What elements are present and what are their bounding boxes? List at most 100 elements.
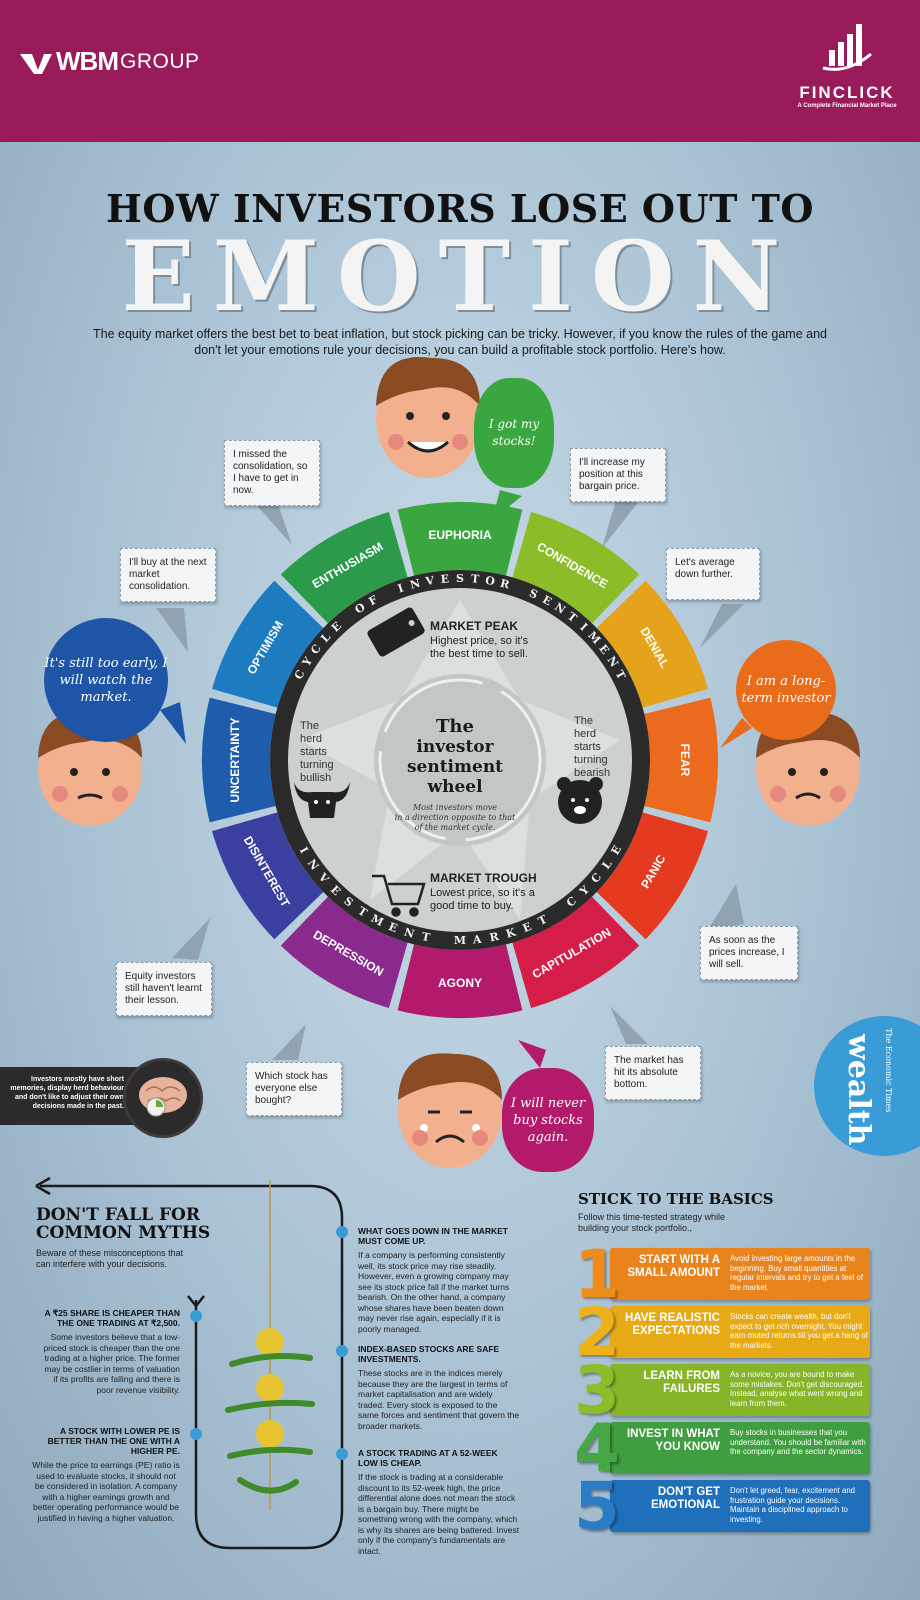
brain-icon (123, 1058, 203, 1138)
speech-tail-never (518, 1040, 546, 1068)
bubble-not-learnt: Equity investors still haven't learnt th… (116, 962, 212, 1016)
myth-1-heading: A ₹25 SHARE IS CHEAPER THAN THE ONE TRAD… (44, 1308, 180, 1328)
myths-title-line1: DON'T FALL FOR (36, 1205, 200, 1225)
myth-5-heading: A STOCK TRADING AT A 52-WEEK LOW IS CHEA… (358, 1448, 498, 1468)
bull-text-4: turning (300, 759, 334, 771)
basic-step-title: HAVE REALISTIC EXPECTATIONS (625, 1312, 720, 1337)
myth-dot-2 (190, 1428, 202, 1440)
basic-step-text: Avoid investing large amounts in the beg… (730, 1254, 864, 1292)
wealth-badge[interactable]: wealth The Economic Times (814, 1016, 920, 1156)
basic-step-number: 5 (574, 1468, 620, 1545)
bubble-absolute-bottom: The market has hit its absolute bottom. (605, 1046, 701, 1100)
center-sub-3: of the market cycle. (415, 823, 496, 832)
myth-4-text: These stocks are in the indices merely b… (358, 1368, 520, 1431)
bubble-which-stock: Which stock has everyone else bought? (246, 1062, 342, 1116)
bubble-buy-next: I'll buy at the next market consolidatio… (120, 548, 216, 602)
ring-title-char: E (440, 572, 449, 586)
myths-title: DON'T FALL FOR COMMON MYTHS (36, 1206, 210, 1242)
speech-tail-early (160, 702, 186, 744)
bubble-missed-consolidation: I missed the consolidation, so I have to… (224, 440, 320, 506)
finclick-brand: FINCLICK (799, 83, 895, 102)
wheel-label-euphoria: EUPHORIA (428, 528, 492, 542)
basic-step-bar (610, 1422, 870, 1474)
face-happy (376, 357, 480, 478)
myths-title-line2: COMMON MYTHS (36, 1223, 211, 1243)
center-sub-1: Most investors move (412, 803, 497, 812)
center-arrows (378, 678, 542, 842)
myth-dot-1 (190, 1310, 202, 1322)
page-title-emotion: EMOTION (121, 220, 799, 333)
ring-title-char: O (484, 574, 496, 588)
myths-timeline (35, 1176, 344, 1550)
wheel-segment-euphoria (397, 502, 523, 576)
basic-step-bar (610, 1306, 870, 1358)
ring-title-char: I (396, 581, 405, 595)
wheel-segment-agony (397, 944, 523, 1018)
myth-2-heading: A STOCK WITH LOWER PE IS BETTER THAN THE… (47, 1426, 180, 1456)
wheel-segment-depression (280, 896, 408, 1009)
bear-text-2: herd (574, 728, 596, 740)
wealth-name: wealth (841, 1034, 876, 1146)
center-title-1: The (436, 716, 474, 737)
basic-step-title: LEARN FROM FAILURES (643, 1370, 720, 1395)
wing-icon (20, 53, 52, 74)
center-title-2: investor (416, 737, 494, 757)
wheel-segment-optimism (211, 580, 324, 708)
bear-text-1: The (574, 715, 593, 727)
wheel-segment-fear (644, 697, 719, 823)
wheel-ring: EUPHORIACONFIDENCEDENIALFEARPANICCAPITUL… (201, 502, 719, 1018)
wheel-label-fear: FEAR (678, 744, 692, 777)
market-trough-text-1: Lowest price, so it's a (430, 887, 536, 899)
bubble-tail-soon (708, 884, 744, 930)
bubble-tail-increase (602, 500, 640, 548)
speech-never-again: I will never buy stocks again. (502, 1068, 594, 1172)
market-peak-text-1: Highest price, so it's (430, 635, 529, 647)
myth-3-heading: WHAT GOES DOWN IN THE MARKET MUST COME U… (358, 1226, 508, 1246)
bear-text-5: bearish (574, 767, 610, 779)
ring-title-char: N (402, 926, 415, 941)
wealth-publisher: The Economic Times (884, 1028, 893, 1113)
finclick-tagline: A Complete Financial Market Place (797, 103, 897, 109)
wheel-segment-denial (596, 580, 709, 708)
wheel-segment-disinterest (211, 812, 324, 940)
ring-title-char: A (471, 933, 482, 947)
price-tag-icon (367, 607, 425, 657)
basic-step-number: 4 (574, 1410, 620, 1487)
basic-step-title: INVEST IN WHAT YOU KNOW (626, 1428, 720, 1453)
basic-step-text: Don't let greed, fear, excitement and fr… (730, 1486, 856, 1524)
speech-long-term: I am a long-term investor (736, 640, 836, 740)
basic-step-bar (610, 1480, 870, 1532)
wheel-label-agony: AGONY (438, 976, 482, 990)
wbm-group-logo[interactable]: WBM GROUP (18, 46, 200, 77)
basic-step-title: DON'T GET EMOTIONAL (651, 1486, 720, 1511)
market-trough-text-2: good time to buy. (430, 900, 514, 912)
logo-group-text: GROUP (119, 49, 200, 73)
myth-2-text: While the price to earnings (PE) ratio i… (32, 1460, 180, 1523)
bar-graph-icon (822, 24, 872, 71)
basic-step-text: Stocks can create wealth, but don't expe… (730, 1312, 868, 1350)
myth-5-text: If the stock is trading at a considerabl… (358, 1472, 520, 1556)
bull-text-5: bullish (300, 772, 331, 784)
basic-step-number: 1 (574, 1236, 620, 1313)
wheel-segment-uncertainty (201, 697, 276, 823)
center-ring (374, 674, 546, 846)
wheel-label-uncertainty: UNCERTAINTY (228, 717, 242, 802)
basic-step-text: As a novice, you are bound to make some … (730, 1370, 865, 1408)
intro-paragraph: The equity market offers the best bet to… (93, 327, 827, 357)
wheel-segment-panic (596, 812, 709, 940)
basic-step-bar (610, 1248, 870, 1300)
ring-title-char: T (421, 930, 432, 944)
basics-title: STICK TO THE BASICS (578, 1190, 774, 1208)
ring-title-char: T (470, 572, 480, 586)
bubble-tail-average (700, 604, 744, 648)
ring-title-char: I (297, 845, 311, 856)
speech-too-early: It's still too early, I will watch the m… (44, 618, 168, 742)
speech-got-stocks: I got my stocks! (474, 378, 554, 488)
ring-title-char: M (454, 934, 466, 947)
finclick-logo[interactable]: FINCLICK A Complete Financial Market Pla… (792, 16, 902, 109)
speech-tail-got (492, 490, 522, 520)
myth-dot-4 (336, 1345, 348, 1357)
bubble-tail-which (272, 1024, 306, 1060)
